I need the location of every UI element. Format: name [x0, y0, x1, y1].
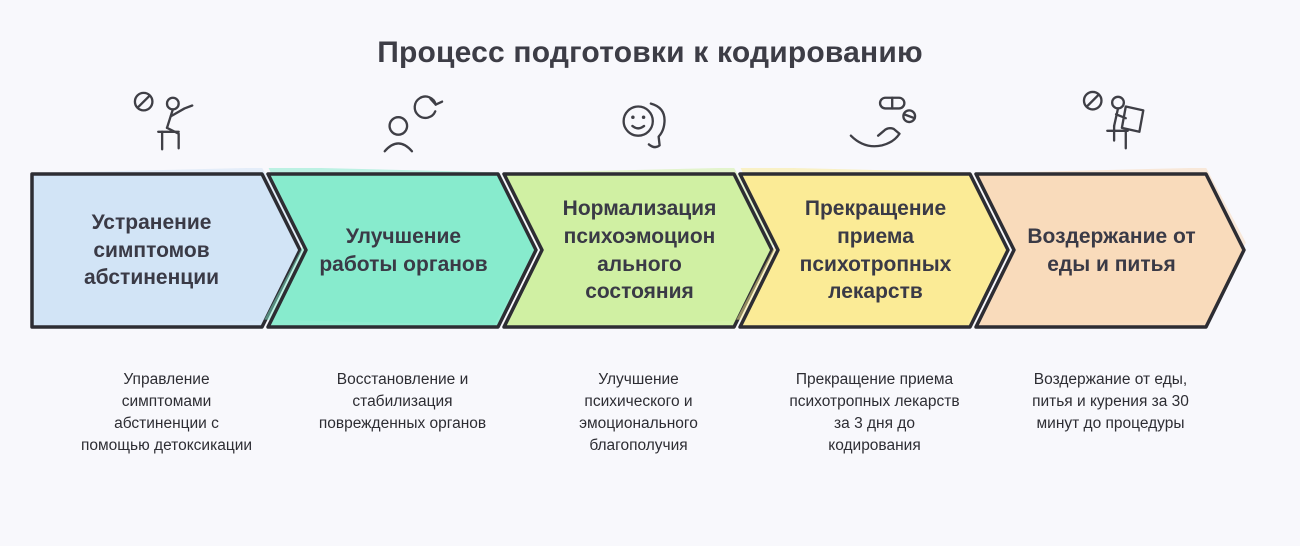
- step-medication-stop: Прекращение приема психотропных лекарств…: [736, 72, 1013, 457]
- step-description: Улучшение психического и эмоционального …: [579, 371, 698, 454]
- step-icon-area: [972, 72, 1249, 168]
- step-arrow: Улучшение работы органов: [264, 168, 541, 333]
- step-description: Прекращение приема психотропных лекарств…: [789, 371, 960, 454]
- step-icon-area: [736, 72, 1013, 168]
- no-smoking-seated-person-icon: [133, 91, 193, 151]
- step-label: Воздержание от еды и питья: [1027, 224, 1196, 276]
- step-psycho-emotional: Нормализация психоэмоцион ального состоя…: [500, 72, 777, 457]
- step-organs: Улучшение работы органов Восстановление …: [264, 72, 541, 457]
- step-label: Нормализация психоэмоцион ального состоя…: [562, 197, 717, 304]
- step-arrow: Нормализация психоэмоцион ального состоя…: [500, 168, 777, 333]
- step-arrow: Воздержание от еды и питья: [972, 168, 1249, 333]
- step-arrow: Прекращение приема психотропных лекарств: [736, 168, 1013, 333]
- arrow-shape: [502, 172, 774, 329]
- step-icon-area: [28, 72, 305, 168]
- step-description: Воздержание от еды, питья и курения за 3…: [1032, 371, 1189, 432]
- arrow-shape: [738, 172, 1010, 329]
- step-label: Прекращение приема психотропных лекарств: [799, 197, 952, 304]
- step-description: Управление симптомами абстиненции с помо…: [80, 371, 253, 454]
- step-label: Улучшение работы органов: [319, 224, 488, 276]
- step-description: Восстановление и стабилизация поврежденн…: [318, 371, 487, 432]
- no-sign-reading-person-icon: [1082, 90, 1144, 150]
- arrow-shape: [266, 172, 538, 329]
- person-refresh-icon: [383, 95, 443, 153]
- page-title: Процесс подготовки к кодированию: [377, 36, 923, 69]
- head-smiley-icon: [621, 102, 666, 149]
- hand-pills-icon: [849, 96, 916, 148]
- step-label: Устранение симптомов абстиненции: [83, 210, 220, 290]
- step-icon-area: [264, 72, 541, 168]
- step-fasting: Воздержание от еды и питья Воздержание о…: [972, 72, 1249, 457]
- step-icon-area: [500, 72, 777, 168]
- arrow-shape: [974, 172, 1246, 329]
- process-steps-row: Устранение симптомов абстиненции Управле…: [0, 72, 1300, 457]
